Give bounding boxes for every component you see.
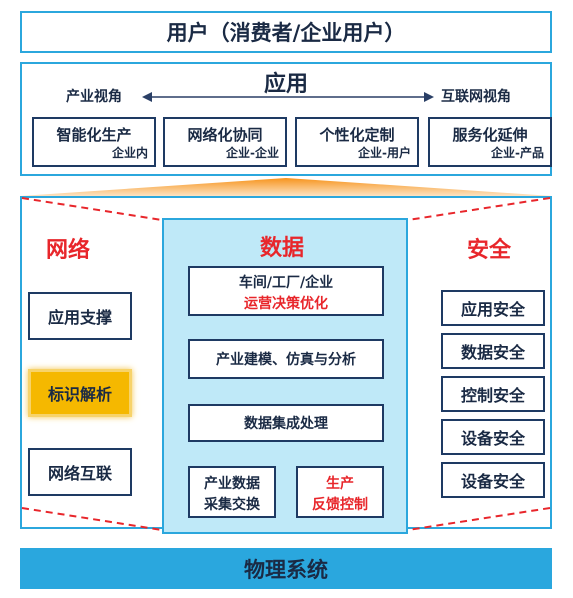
network-item-identifier-resolution: 标识解析 <box>28 369 132 417</box>
app-box-name: 智能化生产 <box>56 126 132 144</box>
data-box-collection-exchange: 产业数据 采集交换 <box>188 466 276 518</box>
industry-view-label: 产业视角 <box>66 89 122 105</box>
application-layer-panel: 应用 产业视角 互联网视角 智能化生产 企业内 网络化协同 企业-企业 个性化定… <box>20 62 552 176</box>
user-layer-title: 用户（消费者/企业用户） <box>166 21 406 45</box>
data-box-line2: 采集交换 <box>204 497 260 513</box>
app-box-network-collaboration: 网络化协同 企业-企业 <box>163 117 287 167</box>
security-item-device-2: 设备安全 <box>441 462 545 498</box>
network-title: 网络 <box>46 238 91 263</box>
security-item-control: 控制安全 <box>441 376 545 412</box>
data-box-modeling-simulation: 产业建模、仿真与分析 <box>188 339 384 379</box>
app-box-personalized-customization: 个性化定制 企业-用户 <box>295 117 419 167</box>
app-box-sub: 企业-用户 <box>358 146 411 160</box>
data-title: 数据 <box>260 236 305 261</box>
data-box-integration-processing: 数据集成处理 <box>188 404 384 442</box>
security-title: 安全 <box>467 238 512 263</box>
data-box-line1: 生产 <box>326 476 354 492</box>
application-title: 应用 <box>263 72 308 97</box>
app-box-sub: 企业-企业 <box>226 146 279 160</box>
app-box-sub: 企业内 <box>111 146 148 160</box>
app-box-sub: 企业-产品 <box>491 146 544 160</box>
network-item-app-support: 应用支撑 <box>28 292 132 340</box>
app-box-name: 网络化协同 <box>187 126 263 144</box>
network-item-interconnection: 网络互联 <box>28 448 132 496</box>
bidirectional-arrow-icon <box>142 92 434 102</box>
physical-system-bar: 物理系统 <box>20 548 552 589</box>
user-layer-bar: 用户（消费者/企业用户） <box>20 11 552 53</box>
security-item-application: 应用安全 <box>441 290 545 326</box>
app-box-name: 个性化定制 <box>319 126 395 144</box>
internet-view-label: 互联网视角 <box>441 89 511 105</box>
data-box-line1: 车间/工厂/企业 <box>238 275 334 291</box>
app-box-smart-production: 智能化生产 企业内 <box>32 117 156 167</box>
data-box-line1: 产业数据 <box>204 476 260 492</box>
connector-gradient-triangle <box>20 178 552 196</box>
app-box-service-extension: 服务化延伸 企业-产品 <box>428 117 552 167</box>
data-box-operation-decision: 车间/工厂/企业 运营决策优化 <box>188 266 384 316</box>
data-box-feedback-control: 生产 反馈控制 <box>296 466 384 518</box>
data-box-line2: 运营决策优化 <box>244 296 328 312</box>
security-item-data: 数据安全 <box>441 333 545 369</box>
app-box-name: 服务化延伸 <box>452 126 528 144</box>
data-box-line2: 反馈控制 <box>312 497 368 513</box>
physical-system-title: 物理系统 <box>244 557 328 582</box>
security-item-device: 设备安全 <box>441 419 545 455</box>
